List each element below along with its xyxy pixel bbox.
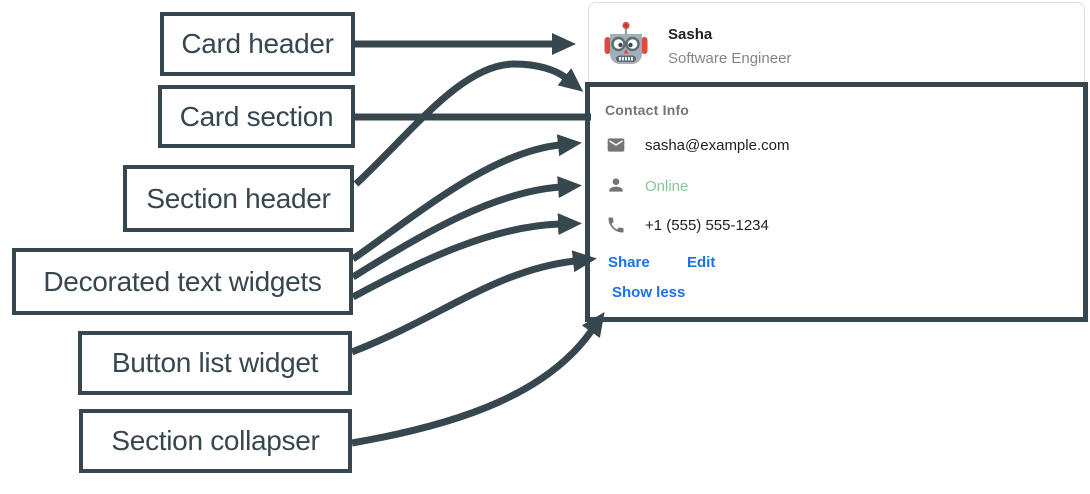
arrow-section-header [353,60,584,187]
arrow-decorated-phone [351,213,582,301]
phone-icon [605,215,627,235]
email-icon [605,135,627,155]
label-card-section: Card section [158,85,355,148]
arrow-decorated-status [351,176,582,280]
label-section-collapser-text: Section collapser [111,425,320,456]
arrow-button-list [350,250,597,356]
arrow-decorated-email [350,134,582,262]
label-section-collapser: Section collapser [79,409,352,473]
share-button[interactable]: Share [608,254,650,271]
card-header-name: Sasha [668,26,713,43]
robot-avatar [602,20,650,68]
arrow-section-collapser [351,311,605,447]
label-decorated-text-widgets-text: Decorated text widgets [43,265,322,297]
label-card-header: Card header [160,12,355,76]
label-card-section-text: Card section [179,100,334,132]
decorated-text-phone: +1 (555) 555-1234 [645,217,769,234]
person-icon [605,175,627,195]
label-section-header: Section header [123,165,354,232]
label-button-list-widget: Button list widget [78,331,352,395]
card-header-subtitle: Software Engineer [668,50,792,67]
label-card-header-text: Card header [181,28,334,59]
decorated-text-email: sasha@example.com [645,137,790,154]
show-less-button[interactable]: Show less [612,284,686,301]
edit-button[interactable]: Edit [687,254,716,271]
section-header-title: Contact Info [605,102,690,118]
contact-card [588,2,1085,322]
label-button-list-widget-text: Button list widget [111,347,319,378]
label-decorated-text-widgets: Decorated text widgets [12,248,353,315]
decorated-text-status: Online [645,178,689,195]
label-section-header-text: Section header [146,182,331,214]
